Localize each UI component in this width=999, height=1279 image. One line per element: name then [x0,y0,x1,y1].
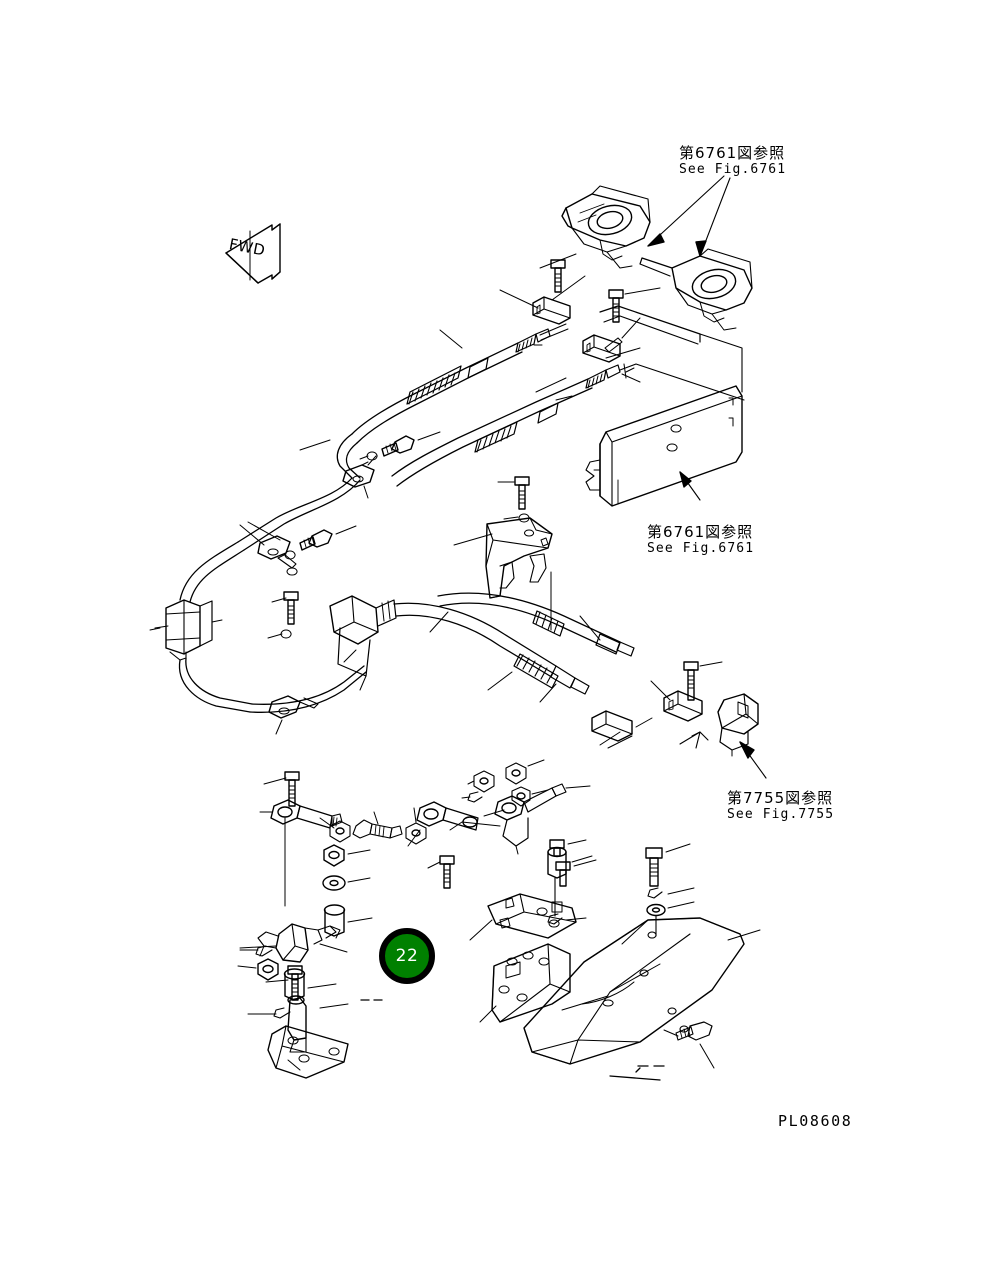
turnbuckle-center [352,819,403,839]
lever-upper-right [639,248,753,331]
cable-clamp-upper-2 [582,334,621,363]
nut-right-2 [505,762,527,785]
cable-end-housing-left [165,599,253,713]
see-fig-7755-label: 第7755図参照 See Fig.7755 [727,789,834,823]
bolt-lower-right [683,661,699,701]
fwd-plate-icon [225,223,281,284]
rod-end-center [416,801,479,831]
cotter-pin-right [467,791,483,803]
see-fig-6761-mid-label-jp: 第6761図参照 [647,523,754,541]
mount-bracket-plate [585,385,743,507]
cable-clamp-lower-right [663,690,703,722]
nut-center-1 [329,820,351,843]
callout-badge-22-label: 22 [395,945,419,966]
cable-route-left [179,433,361,603]
bolt-left-2 [299,529,333,551]
washer-bottom [646,903,666,917]
see-fig-7755-label-jp: 第7755図参照 [727,789,834,807]
cotter-pin-bottom [647,887,663,899]
lower-bracket [491,943,571,1023]
cable-bracket-left-2 [257,535,298,576]
bolt-mid-left [381,435,415,457]
bolt-upper-2 [608,289,624,323]
pedal-pad-cover [523,917,745,1065]
nut-pedal-1 [323,844,345,867]
bolt-lower-elbow [283,591,299,625]
bolt-pedal-1 [284,771,300,807]
cable-clamp-lower-mid [591,710,633,742]
rod-end-link-upper [270,799,343,829]
bolt-center-mount [549,839,565,857]
washer-pedal-1 [322,875,346,891]
center-bracket [485,517,553,599]
cotter-pin-left-2 [273,1007,291,1019]
control-cable-lower [249,592,635,735]
cable-clamp-upper-1 [532,296,571,325]
pedal-shaft [287,995,307,1053]
nut-center-2 [405,822,427,845]
drawing-number: PL08608 [778,1112,853,1130]
bolt-mid-lower-small [555,861,571,887]
nut-right-1 [473,770,495,793]
control-cable-upper-2 [391,364,621,487]
pedal-base-plate [267,1025,349,1079]
pedal-arm-left [257,923,341,963]
control-cable-upper [351,328,551,444]
support-arm [599,305,745,401]
cotter-pin-center-mount [547,913,563,925]
callout-badge-22[interactable]: 22 [379,928,435,984]
mount-block-7755 [717,693,759,757]
bolt-pad-right [675,1021,713,1041]
center-mount-plate [487,893,577,939]
nut-right-3 [511,786,531,807]
linkage-right [494,783,567,855]
cable-bracket-mid [342,461,375,499]
bolt-center-lower [439,855,455,889]
see-fig-6761-top-label: 第6761図参照 See Fig.6761 [679,144,786,178]
bolt-bottom-bracket [645,847,663,887]
nut-pedal-2 [257,958,279,981]
cotter-pin-left [255,945,273,957]
lever-upper-left [561,185,651,269]
see-fig-7755-label-en: See Fig.7755 [727,807,835,823]
bolt-pedal-2 [287,965,303,1001]
see-fig-6761-top-label-en: See Fig.6761 [679,162,787,178]
see-fig-6761-mid-label-en: See Fig.6761 [647,541,755,557]
bolt-center-bracket [514,476,530,510]
see-fig-6761-mid-label: 第6761図参照 See Fig.6761 [647,523,754,557]
see-fig-6761-top-label-jp: 第6761図参照 [679,144,786,162]
bolt-upper-1 [550,259,566,293]
spacer-pedal-1 [323,904,346,937]
